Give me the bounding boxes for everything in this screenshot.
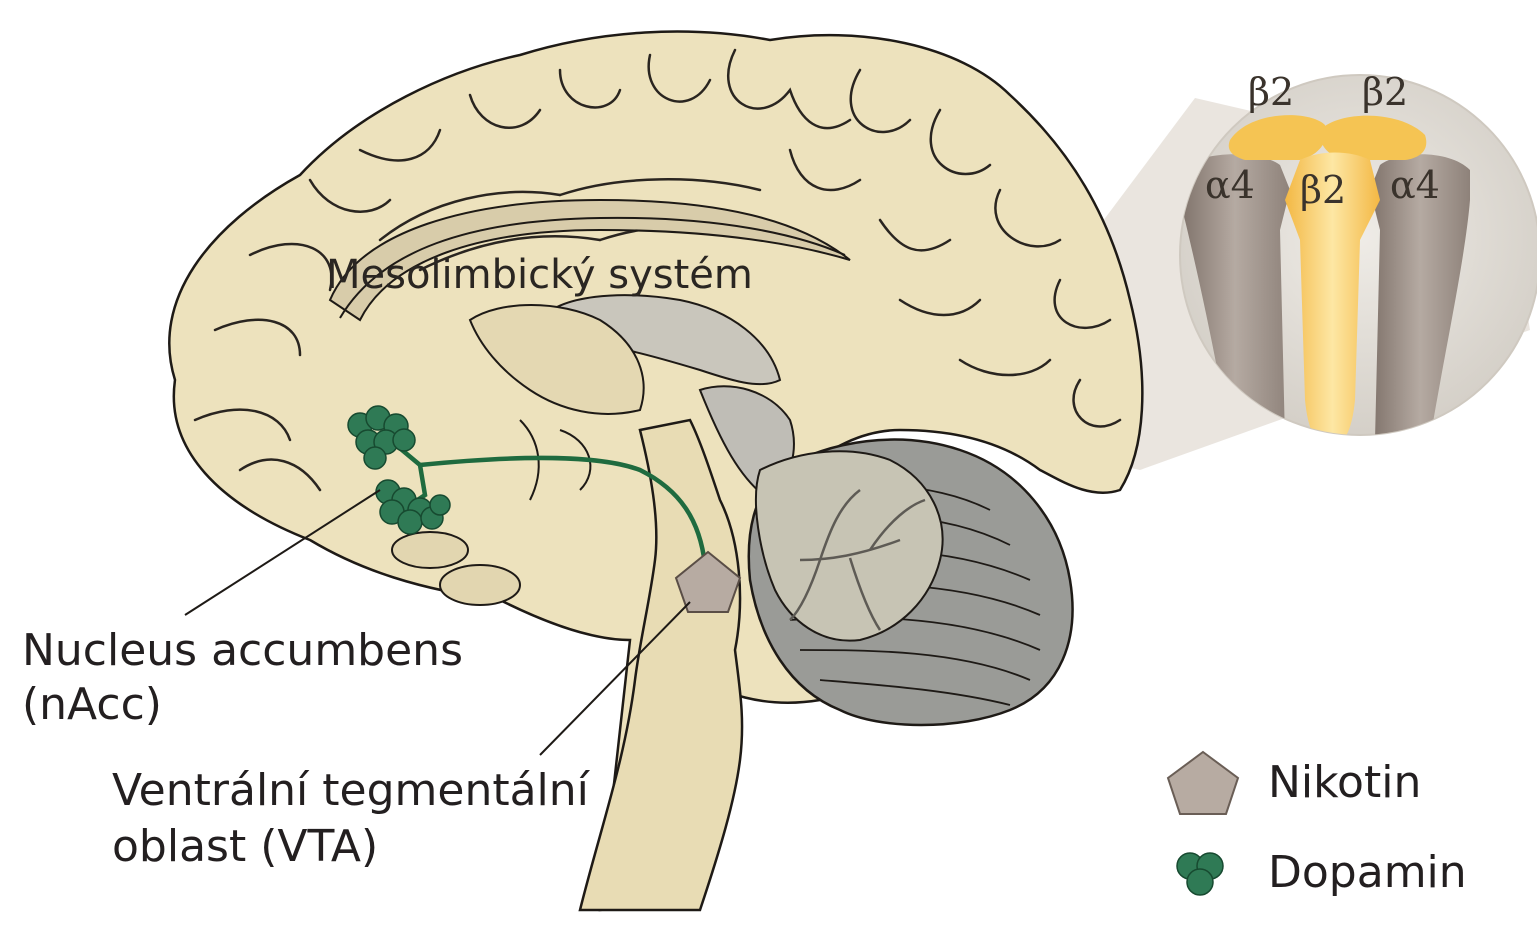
- deep-structure: [440, 565, 520, 605]
- receptor-label-beta2-top-left: β2: [1248, 70, 1294, 114]
- legend-nikotin-label: Nikotin: [1268, 756, 1421, 810]
- nacc-label-line2: (nAcc): [22, 678, 162, 732]
- receptor-label-beta2-center: β2: [1300, 168, 1346, 212]
- mesolimbic-system-label: Mesolimbický systém: [326, 252, 753, 298]
- vta-label-line1: Ventrální tegmentální: [112, 764, 589, 818]
- cerebellum: [749, 440, 1073, 725]
- deep-structure: [392, 532, 468, 568]
- nacc-label-line1: Nucleus accumbens: [22, 624, 463, 678]
- receptor-label-alpha4-right: α4: [1390, 163, 1440, 207]
- vta-label-line2: oblast (VTA): [112, 820, 378, 874]
- receptor-label-alpha4-left: α4: [1205, 163, 1255, 207]
- legend-dopamine-icon: [1177, 853, 1223, 895]
- receptor-label-beta2-top-right: β2: [1362, 70, 1408, 114]
- legend-nicotine-icon: [1168, 752, 1238, 814]
- legend-dopamin-label: Dopamin: [1268, 846, 1467, 900]
